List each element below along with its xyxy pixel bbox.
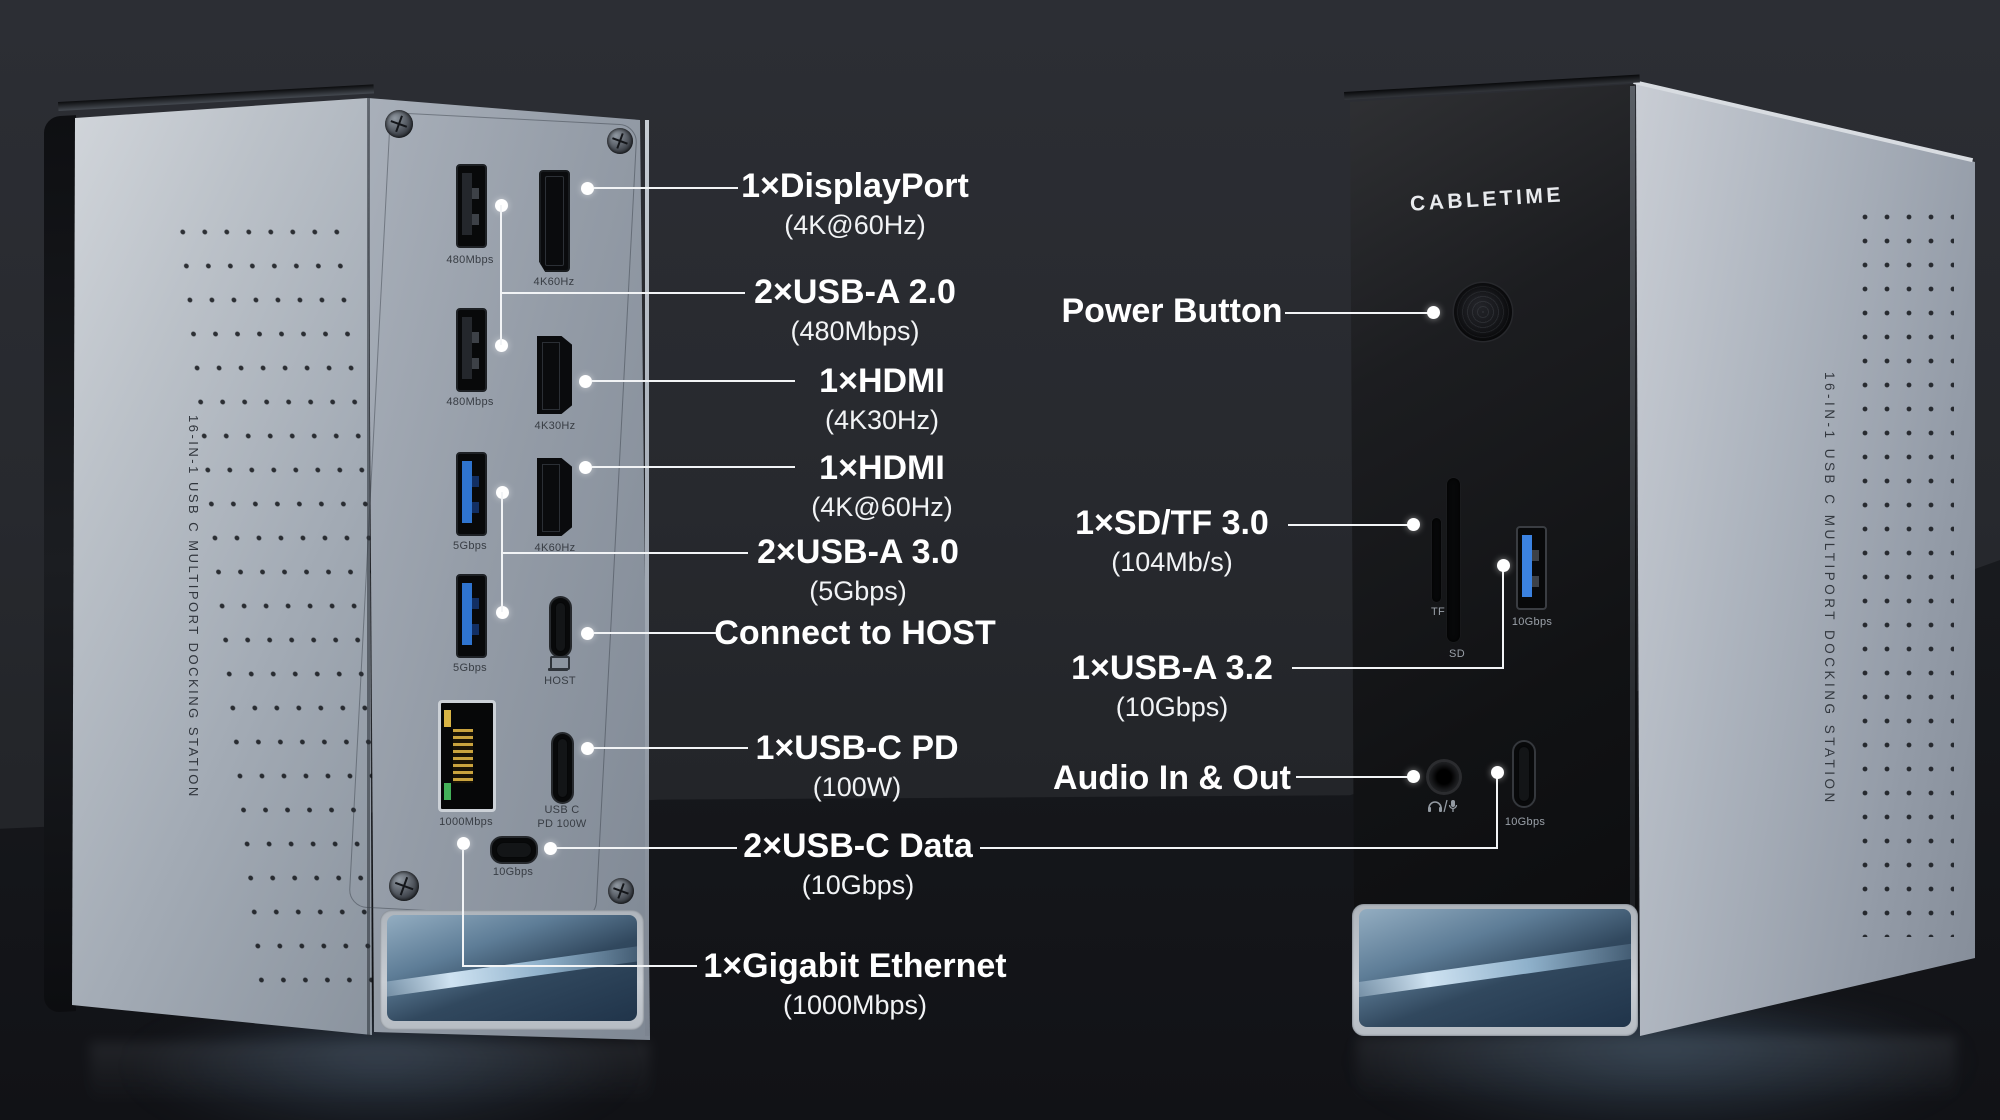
usb-c-front-port [1512, 740, 1536, 808]
power-button [1454, 283, 1512, 341]
pd-port-label: PD 100W [537, 818, 587, 830]
usb-a-2-port [456, 308, 487, 392]
callout-dot [496, 606, 509, 619]
callout-hdmi-4k30: 1×HDMI (4K30Hz) [819, 362, 945, 435]
left-device-base [380, 910, 644, 1030]
callout-line [594, 747, 748, 749]
port-speed-label: 480Mbps [446, 254, 494, 266]
callout-usb-a-32: 1×USB-A 3.2 (10Gbps) [1071, 649, 1273, 722]
callout-dot [581, 627, 594, 640]
right-device-front-panel [1350, 84, 1638, 930]
screw-icon [608, 878, 634, 904]
callout-line [1496, 778, 1498, 849]
sd-slot-label: SD [1449, 648, 1465, 660]
callout-power-button: Power Button [1061, 292, 1283, 330]
callout-line [592, 380, 795, 382]
callout-line [557, 847, 737, 849]
port-speed-label: 4K30Hz [534, 420, 576, 432]
sd-card-slot [1447, 478, 1460, 642]
callout-line [980, 847, 1498, 849]
right-device-base-glass [1359, 909, 1631, 1027]
callout-line [500, 292, 745, 294]
usb-a-3-port [456, 452, 487, 536]
callout-dot [1497, 559, 1510, 572]
callout-dot [544, 842, 557, 855]
headphone-mic-icon [1428, 799, 1458, 813]
usb-a-3-port [456, 574, 487, 658]
port-speed-label: 10Gbps [1511, 616, 1553, 628]
left-device-base-glass [387, 915, 637, 1021]
port-speed-label: 10Gbps [1504, 816, 1546, 828]
port-speed-label: 5Gbps [453, 540, 487, 552]
callout-hdmi-4k60: 1×HDMI (4K@60Hz) [811, 449, 953, 522]
usb-c-data-port [490, 836, 538, 864]
device-reflection-right [1356, 1036, 1956, 1120]
callout-usb-c-data: 2×USB-C Data (10Gbps) [743, 827, 973, 900]
port-speed-label: 5Gbps [453, 662, 487, 674]
right-device-corner-edge [1630, 86, 1635, 932]
left-device-right-edge [645, 120, 649, 1036]
callout-usb-a-30: 2×USB-A 3.0 (5Gbps) [757, 533, 959, 606]
callout-line [594, 632, 716, 634]
callout-line [1292, 667, 1504, 669]
callout-line [594, 187, 738, 189]
callout-line [592, 466, 795, 468]
tf-slot-label: TF [1430, 606, 1446, 618]
left-device-edge-crease [367, 96, 370, 1036]
host-port-label: HOST [544, 675, 576, 687]
callout-ethernet: 1×Gigabit Ethernet (1000Mbps) [703, 947, 1007, 1020]
callout-line [462, 849, 464, 967]
screw-icon [385, 110, 413, 138]
callout-dot [1407, 518, 1420, 531]
device-reflection-left [90, 1042, 650, 1120]
port-speed-label: 10Gbps [492, 866, 534, 878]
right-device-side-text: 16-IN-1 USB C MULTIPORT DOCKING STATION [1822, 372, 1837, 806]
screw-icon [389, 871, 419, 901]
audio-jack [1429, 762, 1459, 792]
laptop-icon [548, 656, 570, 671]
usb-a-2-port [456, 164, 487, 248]
callout-displayport: 1×DisplayPort (4K@60Hz) [741, 167, 969, 240]
callout-sd-tf: 1×SD/TF 3.0 (104Mb/s) [1075, 504, 1269, 577]
callout-dot [1491, 766, 1504, 779]
ethernet-port [438, 700, 496, 812]
callout-dot [495, 339, 508, 352]
usb-c-host-port [549, 596, 572, 658]
callout-host: Connect to HOST [714, 614, 996, 652]
pd-port-label: USB C [544, 804, 580, 816]
callout-line [1288, 524, 1408, 526]
callout-line [501, 552, 748, 554]
port-speed-label: 480Mbps [446, 396, 494, 408]
callout-line [462, 965, 697, 967]
callout-line [1502, 570, 1504, 667]
callout-dot [579, 375, 592, 388]
port-speed-label: 1000Mbps [439, 816, 493, 828]
callout-usb-c-pd: 1×USB-C PD (100W) [755, 729, 959, 802]
callout-dot [1427, 306, 1440, 319]
tf-card-slot [1432, 518, 1441, 602]
left-device-side-text: 16-IN-1 USB C MULTIPORT DOCKING STATION [186, 415, 201, 799]
usb-a-32-port [1516, 526, 1547, 610]
callout-dot [457, 837, 470, 850]
port-speed-label: 4K60Hz [533, 276, 575, 288]
hdmi-port [537, 336, 572, 414]
callout-audio: Audio In & Out [1053, 759, 1291, 797]
port-speed-label: 4K60Hz [534, 542, 576, 554]
callout-dot [1407, 770, 1420, 783]
callout-dot [579, 461, 592, 474]
callout-dot [581, 182, 594, 195]
right-device-vent-holes [1854, 205, 1954, 937]
right-device-base [1352, 904, 1638, 1036]
left-device-front-edge [44, 115, 76, 1013]
displayport-port [539, 170, 570, 272]
callout-line [1296, 776, 1408, 778]
callout-line [500, 205, 502, 345]
screw-icon [607, 128, 633, 154]
callout-line [1285, 312, 1428, 314]
hdmi-port [537, 458, 572, 536]
callout-usb-a-20: 2×USB-A 2.0 (480Mbps) [754, 273, 956, 346]
callout-dot [581, 742, 594, 755]
usb-c-pd-port [551, 732, 574, 804]
